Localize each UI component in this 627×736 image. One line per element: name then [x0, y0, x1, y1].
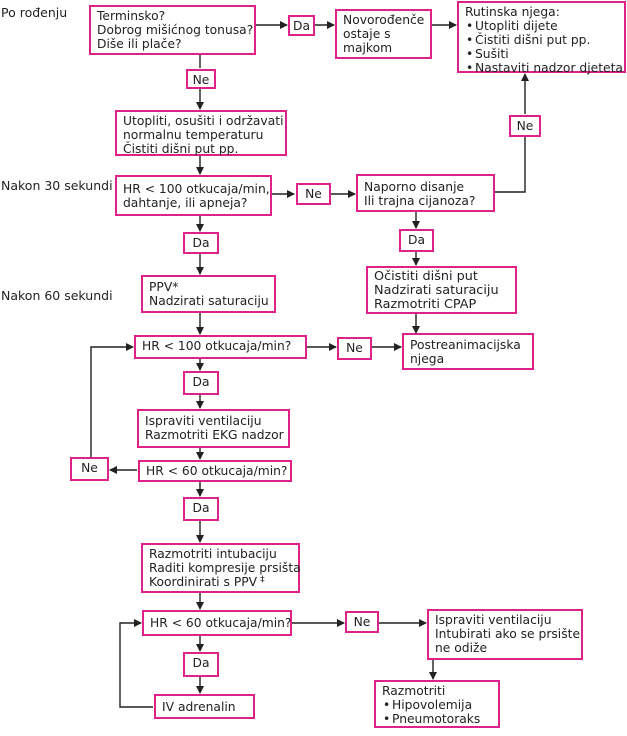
fixvent2-line-3: ne odiže [435, 641, 488, 655]
box-initial-assessment: Terminsko? Dobrog mišićnog tonusa? Diše … [89, 5, 256, 55]
box-post-resuscitation: Postreanimacijska njega [402, 333, 534, 370]
decision-yes-6: Da [183, 652, 219, 677]
decision-no-2: Ne [296, 183, 331, 205]
clear-line-2: Nadzirati saturaciju [374, 283, 499, 298]
box-warm-dry: Utopliti, osušiti i održavati normalnu t… [115, 110, 287, 156]
box-stay-with-mother: Novorođenče ostaje s majkom [335, 9, 432, 59]
label-after-60s: Nakon 60 sekundi [1, 288, 113, 303]
consider-list: Hipovolemija Pneumotoraks [382, 698, 492, 726]
assessment-line-2: Dobrog mišićnog tonusa? [97, 23, 254, 37]
box-hr100-apnea: HR < 100 otkucaja/min, dahtanje, ili apn… [115, 175, 272, 216]
mother-line-3: majkom [343, 41, 393, 55]
box-fix-ventilation-2: Ispraviti ventilaciju Intubirati ako se … [427, 609, 583, 660]
fixvent-line-2: Razmotriti EKG nadzor [145, 428, 284, 442]
box-labored-breathing: Naporno disanje Ili trajna cijanoza? [356, 174, 495, 212]
box-clear-airway: Očistiti dišni put Nadzirati saturaciju … [366, 266, 517, 314]
hr100-apnea-line-1: HR < 100 otkucaja/min, [123, 182, 270, 196]
consider-item: Pneumotoraks [382, 712, 492, 726]
routine-care-list: Utopliti dijete Čistiti dišni put pp. Su… [465, 19, 623, 75]
decision-yes-1: Da [288, 15, 315, 36]
assessment-line-3: Diše ili plače? [97, 37, 182, 51]
decision-no-3: Ne [337, 337, 372, 360]
box-fix-ventilation: Ispraviti ventilaciju Razmotriti EKG nad… [137, 409, 290, 448]
labored-line-1: Naporno disanje [364, 180, 465, 194]
warm-line-1: Utopliti, osušiti i održavati [123, 114, 284, 128]
clear-line-1: Očistiti dišni put [374, 269, 478, 284]
ppv-line-1: PPV* [149, 280, 179, 294]
arrow-loop-to-hr100 [90, 343, 134, 457]
ppv-line-2: Nadzirati saturaciju [149, 294, 269, 308]
warm-line-3: Čistiti dišni put pp. [123, 142, 239, 156]
decision-no-4: Ne [70, 457, 109, 481]
fixvent2-line-2: Intubirati ako se prsište [435, 627, 581, 641]
mother-line-2: ostaje s [343, 27, 391, 41]
decision-no-right: Ne [509, 115, 541, 137]
decision-yes-2: Da [399, 229, 434, 252]
box-hr60-b: HR < 60 otkucaja/min? [142, 610, 292, 636]
routine-care-item: Utopliti dijete [465, 19, 618, 33]
line-labored-to-no [494, 137, 526, 193]
mother-line-1: Novorođenče [343, 13, 425, 27]
box-intubation: Razmotriti intubaciju Raditi kompresije … [141, 543, 301, 593]
labored-line-2: Ili trajna cijanoza? [364, 194, 476, 208]
decision-yes-5: Da [183, 497, 219, 521]
label-after-30s: Nakon 30 sekundi [1, 178, 113, 193]
consider-item: Hipovolemija [382, 698, 492, 712]
double-dagger-mark: ‡ [260, 575, 265, 585]
routine-care-item: Sušiti [465, 47, 618, 61]
warm-line-2: normalnu temperaturu [123, 128, 264, 142]
routine-care-title: Rutinska njega: [465, 5, 560, 19]
decision-yes-3: Da [183, 232, 219, 254]
intubation-line-2: Raditi kompresije prsišta [149, 561, 301, 575]
routine-care-item: Čistiti dišni put pp. [465, 33, 618, 47]
decision-no-5: Ne [345, 611, 379, 633]
box-hr100: HR < 100 otkucaja/min? [134, 335, 307, 359]
hr100-apnea-line-2: dahtanje, ili apneja? [123, 196, 248, 210]
post-line-1: Postreanimacijska [410, 338, 521, 352]
routine-care-item: Nastaviti nadzor djeteta [465, 61, 623, 75]
arrow-loop-to-hr60b [119, 619, 153, 708]
decision-yes-4: Da [183, 371, 219, 395]
clear-line-3: Razmotriti CPAP [374, 297, 477, 312]
fixvent2-line-1: Ispraviti ventilaciju [435, 613, 552, 627]
intubation-line-3: Koordinirati s PPV [149, 575, 258, 589]
box-routine-care: Rutinska njega: Utopliti dijete Čistiti … [457, 1, 626, 75]
box-hr60-a: HR < 60 otkucaja/min? [138, 460, 292, 482]
box-ppv: PPV* Nadzirati saturaciju [141, 275, 276, 313]
decision-no-1: Ne [186, 69, 216, 89]
box-consider: Razmotriti Hipovolemija Pneumotoraks [374, 680, 500, 728]
assessment-line-1: Terminsko? [97, 9, 166, 23]
post-line-2: njega [410, 352, 445, 366]
intubation-line-1: Razmotriti intubaciju [149, 547, 277, 561]
fixvent-line-1: Ispraviti ventilaciju [145, 414, 262, 428]
label-at-birth: Po rođenju [1, 5, 68, 20]
box-iv-adrenaline: IV adrenalin [154, 694, 255, 719]
consider-title: Razmotriti [382, 684, 446, 698]
